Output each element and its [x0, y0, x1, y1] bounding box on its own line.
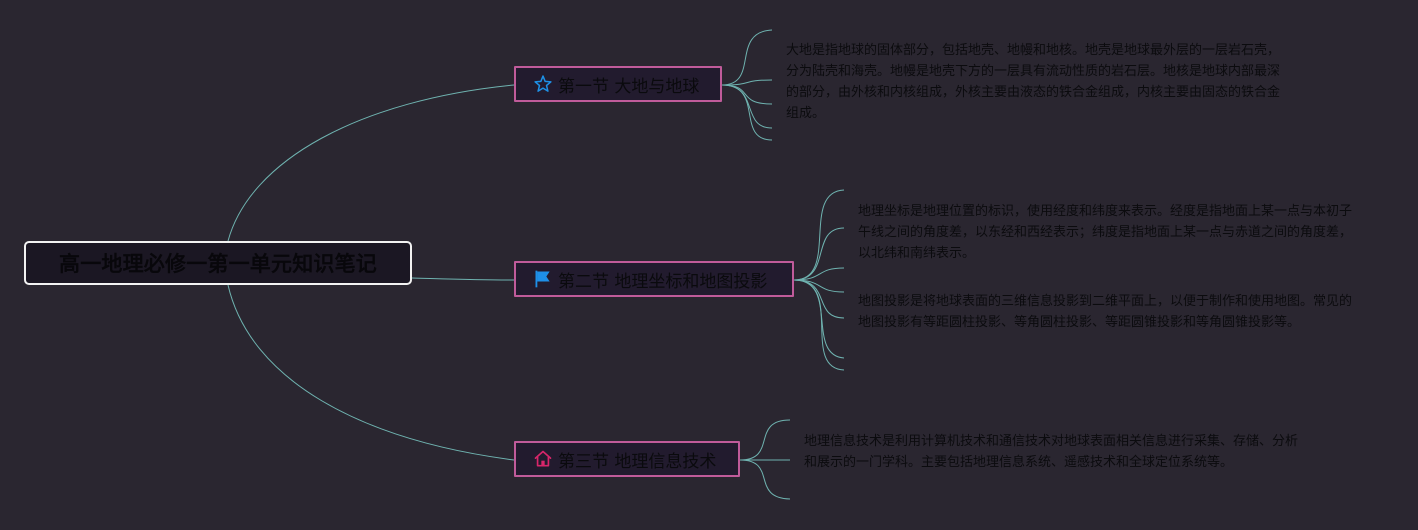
- connector-topic-1-branch: [721, 29, 773, 86]
- connector-topic-1-branch: [721, 84, 773, 141]
- connector-topic-3-branch: [739, 419, 791, 461]
- root-topic-label: 高一地理必修一第一单元知识笔记: [59, 252, 377, 276]
- topic-section-2[interactable]: 第二节 地理坐标和地图投影: [514, 261, 794, 297]
- connector-topic-2-branch: [793, 279, 845, 371]
- topic-label: 第一节 大地与地球: [558, 76, 700, 97]
- connector-topic-2-branch: [793, 189, 845, 281]
- star-icon: [532, 73, 554, 95]
- topic-label: 第三节 地理信息技术: [558, 451, 717, 472]
- note-map-projection: 地图投影是将地球表面的三维信息投影到二维平面上，以便于制作和使用地图。常见的地图…: [858, 294, 1353, 330]
- connector-topic-2-branch: [793, 267, 845, 281]
- connector-root-topic-1: [227, 84, 515, 242]
- connector-root-topic-3: [227, 284, 515, 461]
- note-geographic-coordinates: 地理坐标是地理位置的标识，使用经度和纬度来表示。经度是指地面上某一点与本初子午线…: [858, 204, 1353, 261]
- topic-section-3[interactable]: 第三节 地理信息技术: [514, 441, 740, 477]
- connector-topic-2-branch: [793, 279, 845, 293]
- connector-topic-3-branch: [739, 459, 791, 500]
- flag-icon: [532, 268, 554, 290]
- note-earth-structure: 大地是指地球的固体部分，包括地壳、地幔和地核。地壳是地球最外层的一层岩石壳，分为…: [786, 43, 1281, 121]
- topic-section-1[interactable]: 第一节 大地与地球: [514, 66, 722, 102]
- home-icon: [532, 448, 554, 470]
- connector-topic-2-branch: [793, 227, 845, 281]
- connector-topic-1-branch: [721, 84, 773, 129]
- connector-root-topic-2: [411, 277, 515, 281]
- connector-topic-1-branch: [721, 79, 773, 86]
- root-topic[interactable]: 高一地理必修一第一单元知识笔记: [24, 241, 412, 285]
- note-geoinformation-technology: 地理信息技术是利用计算机技术和通信技术对地球表面相关信息进行采集、存储、分析和展…: [804, 434, 1299, 470]
- topic-label: 第二节 地理坐标和地图投影: [558, 271, 768, 292]
